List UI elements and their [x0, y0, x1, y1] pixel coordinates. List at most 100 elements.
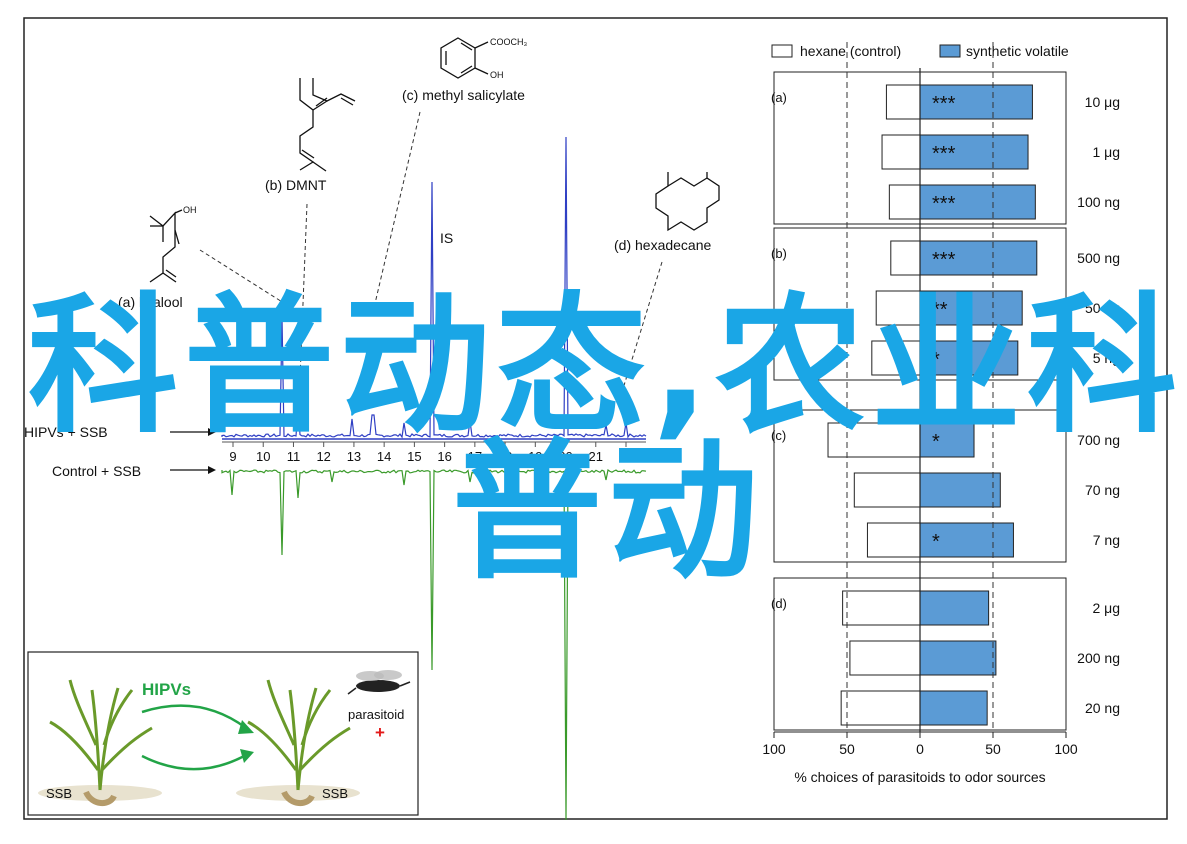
panel-label: (d) — [771, 596, 787, 611]
hipvs-trace — [221, 136, 647, 439]
hipvs-arrow-lower-head — [240, 749, 254, 763]
bar-control — [875, 290, 921, 326]
compound-label-linalool: (a) linalool — [118, 294, 183, 310]
inset-plus-label: + — [375, 723, 385, 742]
panel-label: (c) — [771, 428, 786, 443]
chromatogram-tick-label: 11 — [287, 449, 301, 464]
dose-label: 500 ng — [1077, 250, 1120, 266]
bar-control — [888, 184, 921, 220]
structure-hexadecane — [655, 172, 720, 232]
bar-control — [842, 590, 921, 626]
inset-hipvs-label: HIPVs — [142, 680, 191, 699]
hipvs-arrow-upper — [141, 704, 247, 730]
trace-label-control: Control + SSB — [52, 463, 141, 479]
plant-left — [49, 679, 153, 791]
significance-label: *** — [932, 249, 956, 271]
legend-label-control: hexane (control) — [800, 43, 901, 59]
internal-standard-label: IS — [440, 230, 453, 246]
panel-label: (b) — [771, 246, 787, 261]
chromatogram-tick-label: 16 — [437, 449, 451, 464]
plant-right — [247, 679, 351, 791]
inset-panel: HIPVs parasitoid + SSB SSB — [27, 651, 419, 816]
legend-label-volatile: synthetic volatile — [966, 43, 1069, 59]
bar-control — [827, 422, 921, 458]
chromatogram-tick-label: 13 — [347, 449, 361, 464]
bar-volatile — [919, 422, 975, 458]
bar-control — [849, 640, 921, 676]
chromatogram-tick-label: 17 — [468, 449, 482, 464]
soil-right — [236, 785, 360, 801]
arrow-control-head — [208, 466, 216, 474]
chromatogram-tick-label: 10 — [256, 449, 270, 464]
bar-chart: hexane (control) synthetic volatile (a) *… — [762, 42, 1120, 785]
chromatogram-tick-label: 9 — [229, 449, 236, 464]
dose-label: 20 ng — [1085, 700, 1120, 716]
label-oh-linalool: OH — [183, 205, 197, 215]
legend-swatch-volatile — [939, 44, 961, 58]
chart-x-axis-label: % choices of parasitoids to odor sources — [794, 769, 1045, 785]
chromatogram-tick-label: 22 — [619, 449, 633, 464]
bar-control — [890, 240, 921, 276]
significance-label: *** — [932, 143, 956, 165]
chromatogram-tick-label: 12 — [316, 449, 330, 464]
panel-label: (a) — [771, 90, 787, 105]
leader-methyl-salicylate — [372, 111, 421, 313]
ssb-larva-right — [281, 790, 315, 806]
dose-label: 10 μg — [1085, 94, 1120, 110]
bar-volatile — [919, 134, 1029, 170]
bar-volatile — [919, 290, 1023, 326]
bar-control — [840, 690, 921, 726]
bar-volatile — [919, 640, 997, 676]
label-cooch3: COOCH₃ — [490, 37, 527, 47]
chromatogram-tick-label: 21 — [589, 449, 603, 464]
dose-label: 100 ng — [1077, 194, 1120, 210]
label-oh-salicylate: OH — [490, 70, 504, 80]
hipvs-arrow-lower — [141, 753, 247, 771]
compound-label-methyl-salicylate: (c) methyl salicylate — [402, 87, 525, 103]
bar-volatile — [919, 184, 1036, 220]
bar-volatile — [919, 522, 1014, 558]
axis-tick-label: 50 — [839, 741, 855, 757]
dose-label: 700 ng — [1077, 432, 1120, 448]
chromatogram-tick-label: 19 — [528, 449, 542, 464]
significance-label: *** — [932, 193, 956, 215]
leader-hexadecane — [617, 261, 663, 406]
bar-control — [871, 340, 921, 376]
structure-methyl-salicylate — [440, 37, 489, 79]
chart-legend: hexane (control) synthetic volatile — [771, 43, 1069, 59]
inset-ssb-left: SSB — [46, 786, 72, 801]
significance-label: *** — [932, 93, 956, 115]
bar-volatile — [919, 472, 1001, 508]
bar-control — [885, 84, 921, 120]
dose-label: 7 ng — [1093, 532, 1120, 548]
axis-tick-label: 50 — [985, 741, 1001, 757]
ssb-larva-left — [83, 790, 117, 806]
bar-volatile — [919, 690, 988, 726]
chart-panels: (a)***10 μg***1 μg***100 ng(b)***500 ng*… — [771, 42, 1120, 732]
dose-label: 200 ng — [1077, 650, 1120, 666]
axis-tick-label: 100 — [762, 741, 786, 757]
bar-volatile — [919, 590, 990, 626]
leader-linalool — [199, 249, 288, 306]
control-trace — [221, 468, 647, 821]
inset-ssb-right: SSB — [322, 786, 348, 801]
parasitoid-icon — [347, 670, 411, 695]
significance-label: * — [932, 431, 940, 453]
bar-control — [853, 472, 921, 508]
significance-label: * — [932, 349, 940, 371]
significance-label: ** — [932, 299, 948, 321]
soil-left — [38, 785, 162, 801]
compound-label-dmnt: (b) DMNT — [265, 177, 327, 193]
inset-parasitoid-label: parasitoid — [348, 707, 404, 722]
dose-label: 1 μg — [1092, 144, 1120, 160]
compound-label-hexadecane: (d) hexadecane — [614, 237, 712, 253]
chromatogram-tick-label: 18 — [498, 449, 512, 464]
chromatogram-tick-label: 14 — [377, 449, 391, 464]
hipvs-arrow-upper-head — [238, 720, 254, 734]
bar-control — [866, 522, 921, 558]
structure-dmnt — [299, 78, 356, 172]
dose-label: 5 ng — [1093, 350, 1120, 366]
